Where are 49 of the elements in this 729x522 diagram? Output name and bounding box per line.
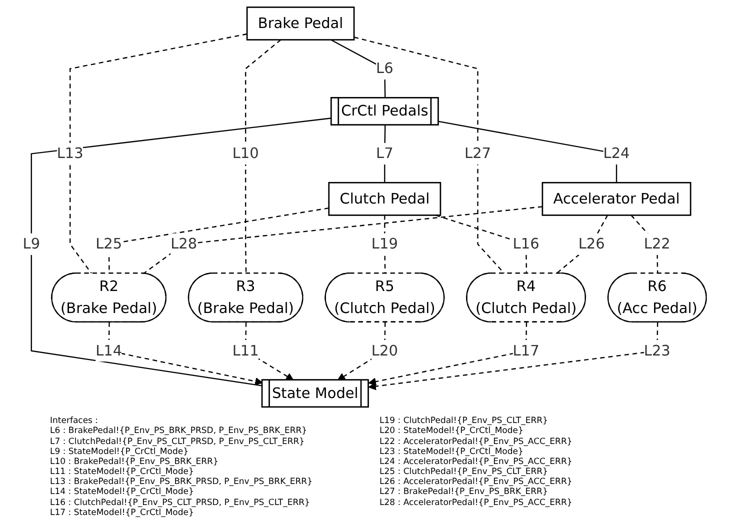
arrow — [368, 322, 528, 386]
edge-label: L19 — [371, 235, 398, 252]
edge-label: L26 — [578, 235, 605, 252]
edge-label: L7 — [376, 144, 394, 162]
edge-label: L24 — [603, 144, 630, 162]
edge-label: L23 — [644, 342, 670, 359]
interface-note: L11 : StateModel!{P_CrCtl_Mode} — [50, 467, 195, 478]
connector — [438, 120, 618, 183]
interface-note: L25 : ClutchPedal!{P_Env_PS_CLT_ERR} — [380, 467, 549, 478]
interface-note: L24 : AcceleratorPedal!{P_Env_PS_ACC_ERR} — [380, 456, 574, 468]
interface-note: L17 : StateModel!{P_CrCtl_Mode} — [50, 508, 195, 518]
edge-label: L10 — [232, 144, 259, 162]
interface-note: L13 : BrakePedal!{P_Env_PS_BRK_PRSD, P_Env_PS_BRK_ERR} — [50, 477, 314, 488]
edge-label: L11 — [232, 342, 259, 359]
heading-text: Interfaces : — [50, 416, 100, 426]
edge-label: L25 — [96, 235, 122, 252]
edge-label: L20 — [371, 342, 398, 359]
arrow — [368, 322, 658, 390]
interface-note: L9 : StateModel!{P_CrCtl_Mode} — [50, 446, 190, 457]
arrow — [108, 322, 263, 386]
edge-label: L28 — [170, 235, 198, 252]
connector — [245, 39, 282, 274]
edge-label: L22 — [644, 235, 670, 252]
interface-note: L22 : AcceleratorPedal!{P_Env_PS_ACC_ERR} — [380, 436, 574, 447]
interface-note: L16 : ClutchPedal!{P_Env_PS_CLT_PRSD, P_Env_PS_CLT_ERR} — [50, 498, 311, 508]
connector — [384, 125, 386, 183]
edge-label: L9 — [22, 235, 40, 252]
edge-label: L17 — [512, 342, 540, 359]
node-box: Accelerator Pedal — [542, 182, 692, 216]
interface-note: L7 : ClutchPedal!{P_Env_PS_CLT_PRSD, P_Env_PS_CLT_ERR} — [50, 436, 306, 447]
interface-note: L27 : BrakePedal!{P_Env_PS_BRK_ERR} — [380, 487, 549, 498]
edge-label: L13 — [56, 144, 84, 162]
connector — [556, 214, 608, 274]
interface-note: L23 : StateModel!{P_CrCtl_Mode} — [380, 446, 524, 457]
interface-note: L6 : BrakePedal!{P_Env_PS_BRK_PRSD, P_Env_PS_BRK_ERR} — [50, 426, 308, 436]
interface-note: L19 : ClutchPedal!{P_Env_PS_CLT_ERR} — [380, 416, 549, 426]
connector — [30, 118, 332, 386]
interface-note: L26 : AcceleratorPedal!{P_Env_PS_ACC_ERR} — [380, 477, 574, 488]
interface-note: L10 : BrakePedal!{P_Env_PS_BRK_ERR} — [50, 456, 220, 468]
edge-label: L27 — [464, 144, 491, 162]
interface-note: L20 : StateModel!{P_CrCtl_Mode} — [380, 426, 524, 436]
interface-note: L14 : StateModel!{P_CrCtl_Mode} — [50, 487, 195, 498]
node-box: Brake Pedal — [246, 6, 355, 40]
edge-label: L16 — [512, 235, 540, 252]
interface-note: L28 : AcceleratorPedal!{P_Env_PS_ACC_ERR} — [380, 498, 574, 508]
node-box: Clutch Pedal — [328, 182, 442, 216]
connector — [330, 39, 386, 98]
edge-label: L14 — [96, 342, 122, 359]
edge-label: L6 — [376, 60, 394, 77]
